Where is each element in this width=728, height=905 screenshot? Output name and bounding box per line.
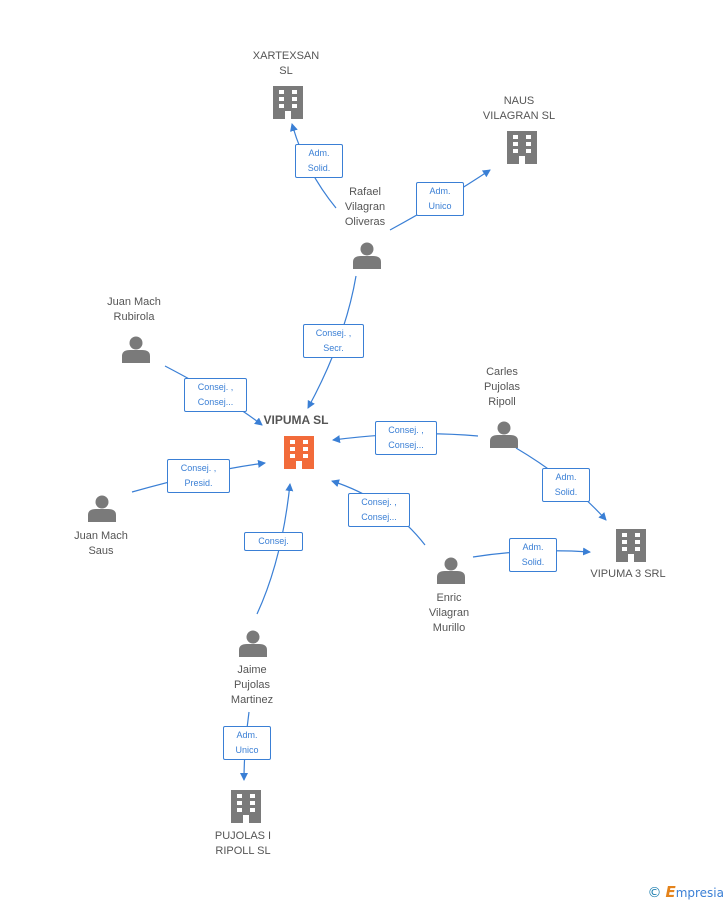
node-label-rafael-vilagran[interactable]: Rafael Vilagran Oliveras xyxy=(344,186,386,228)
node-label-xartexsan[interactable]: XARTEXSAN SL xyxy=(252,50,320,77)
building-icon[interactable] xyxy=(273,86,303,119)
node-label-jaime-pujolas[interactable]: Jaime Pujolas Martinez xyxy=(230,664,274,706)
person-icon[interactable] xyxy=(239,629,267,657)
building-icon[interactable] xyxy=(231,790,261,823)
node-label-naus-vilagran[interactable]: NAUS VILAGRAN SL xyxy=(482,95,556,122)
relation-label[interactable]: Consej. , Presid. xyxy=(167,459,230,493)
relation-label[interactable]: Adm. Unico xyxy=(223,726,271,760)
focus-building-icon[interactable] xyxy=(284,436,314,469)
relation-label[interactable]: Consej. , Secr. xyxy=(303,324,364,358)
person-icon[interactable] xyxy=(490,420,518,448)
building-icon[interactable] xyxy=(616,529,646,562)
node-label-vipuma-3[interactable]: VIPUMA 3 SRL xyxy=(590,568,666,580)
relation-label[interactable]: Consej. , Consej... xyxy=(375,421,437,455)
brand-e: E xyxy=(665,883,676,901)
relation-label[interactable]: Consej. , Consej... xyxy=(184,378,247,412)
node-label-pujolas-ripoll[interactable]: PUJOLAS I RIPOLL SL xyxy=(214,830,272,857)
person-icon[interactable] xyxy=(353,241,381,269)
person-icon[interactable] xyxy=(437,556,465,584)
relation-label[interactable]: Consej. xyxy=(244,532,303,551)
relation-label[interactable]: Adm. Solid. xyxy=(509,538,557,572)
person-icon[interactable] xyxy=(88,494,116,522)
brand-logo: ©Empresia xyxy=(647,883,724,901)
node-label-juan-mach-saus[interactable]: Juan Mach Saus xyxy=(74,530,128,557)
relation-label[interactable]: Adm. Solid. xyxy=(295,144,343,178)
relation-label[interactable]: Adm. Unico xyxy=(416,182,464,216)
node-label-vipuma[interactable]: VIPUMA SL xyxy=(263,413,329,427)
node-label-carles-pujolas[interactable]: Carles Pujolas Ripoll xyxy=(483,366,521,408)
relation-label[interactable]: Consej. , Consej... xyxy=(348,493,410,527)
brand-name: mpresia xyxy=(675,886,724,900)
building-icon[interactable] xyxy=(507,131,537,164)
edge-jaime-vipuma xyxy=(256,483,294,615)
relation-label[interactable]: Adm. Solid. xyxy=(542,468,590,502)
copyright-icon: © xyxy=(647,885,662,901)
node-label-enric-vilagran[interactable]: Enric Vilagran Murillo xyxy=(428,592,470,634)
person-icon[interactable] xyxy=(122,335,150,363)
node-label-juan-mach-rubirola[interactable]: Juan Mach Rubirola xyxy=(107,296,161,323)
